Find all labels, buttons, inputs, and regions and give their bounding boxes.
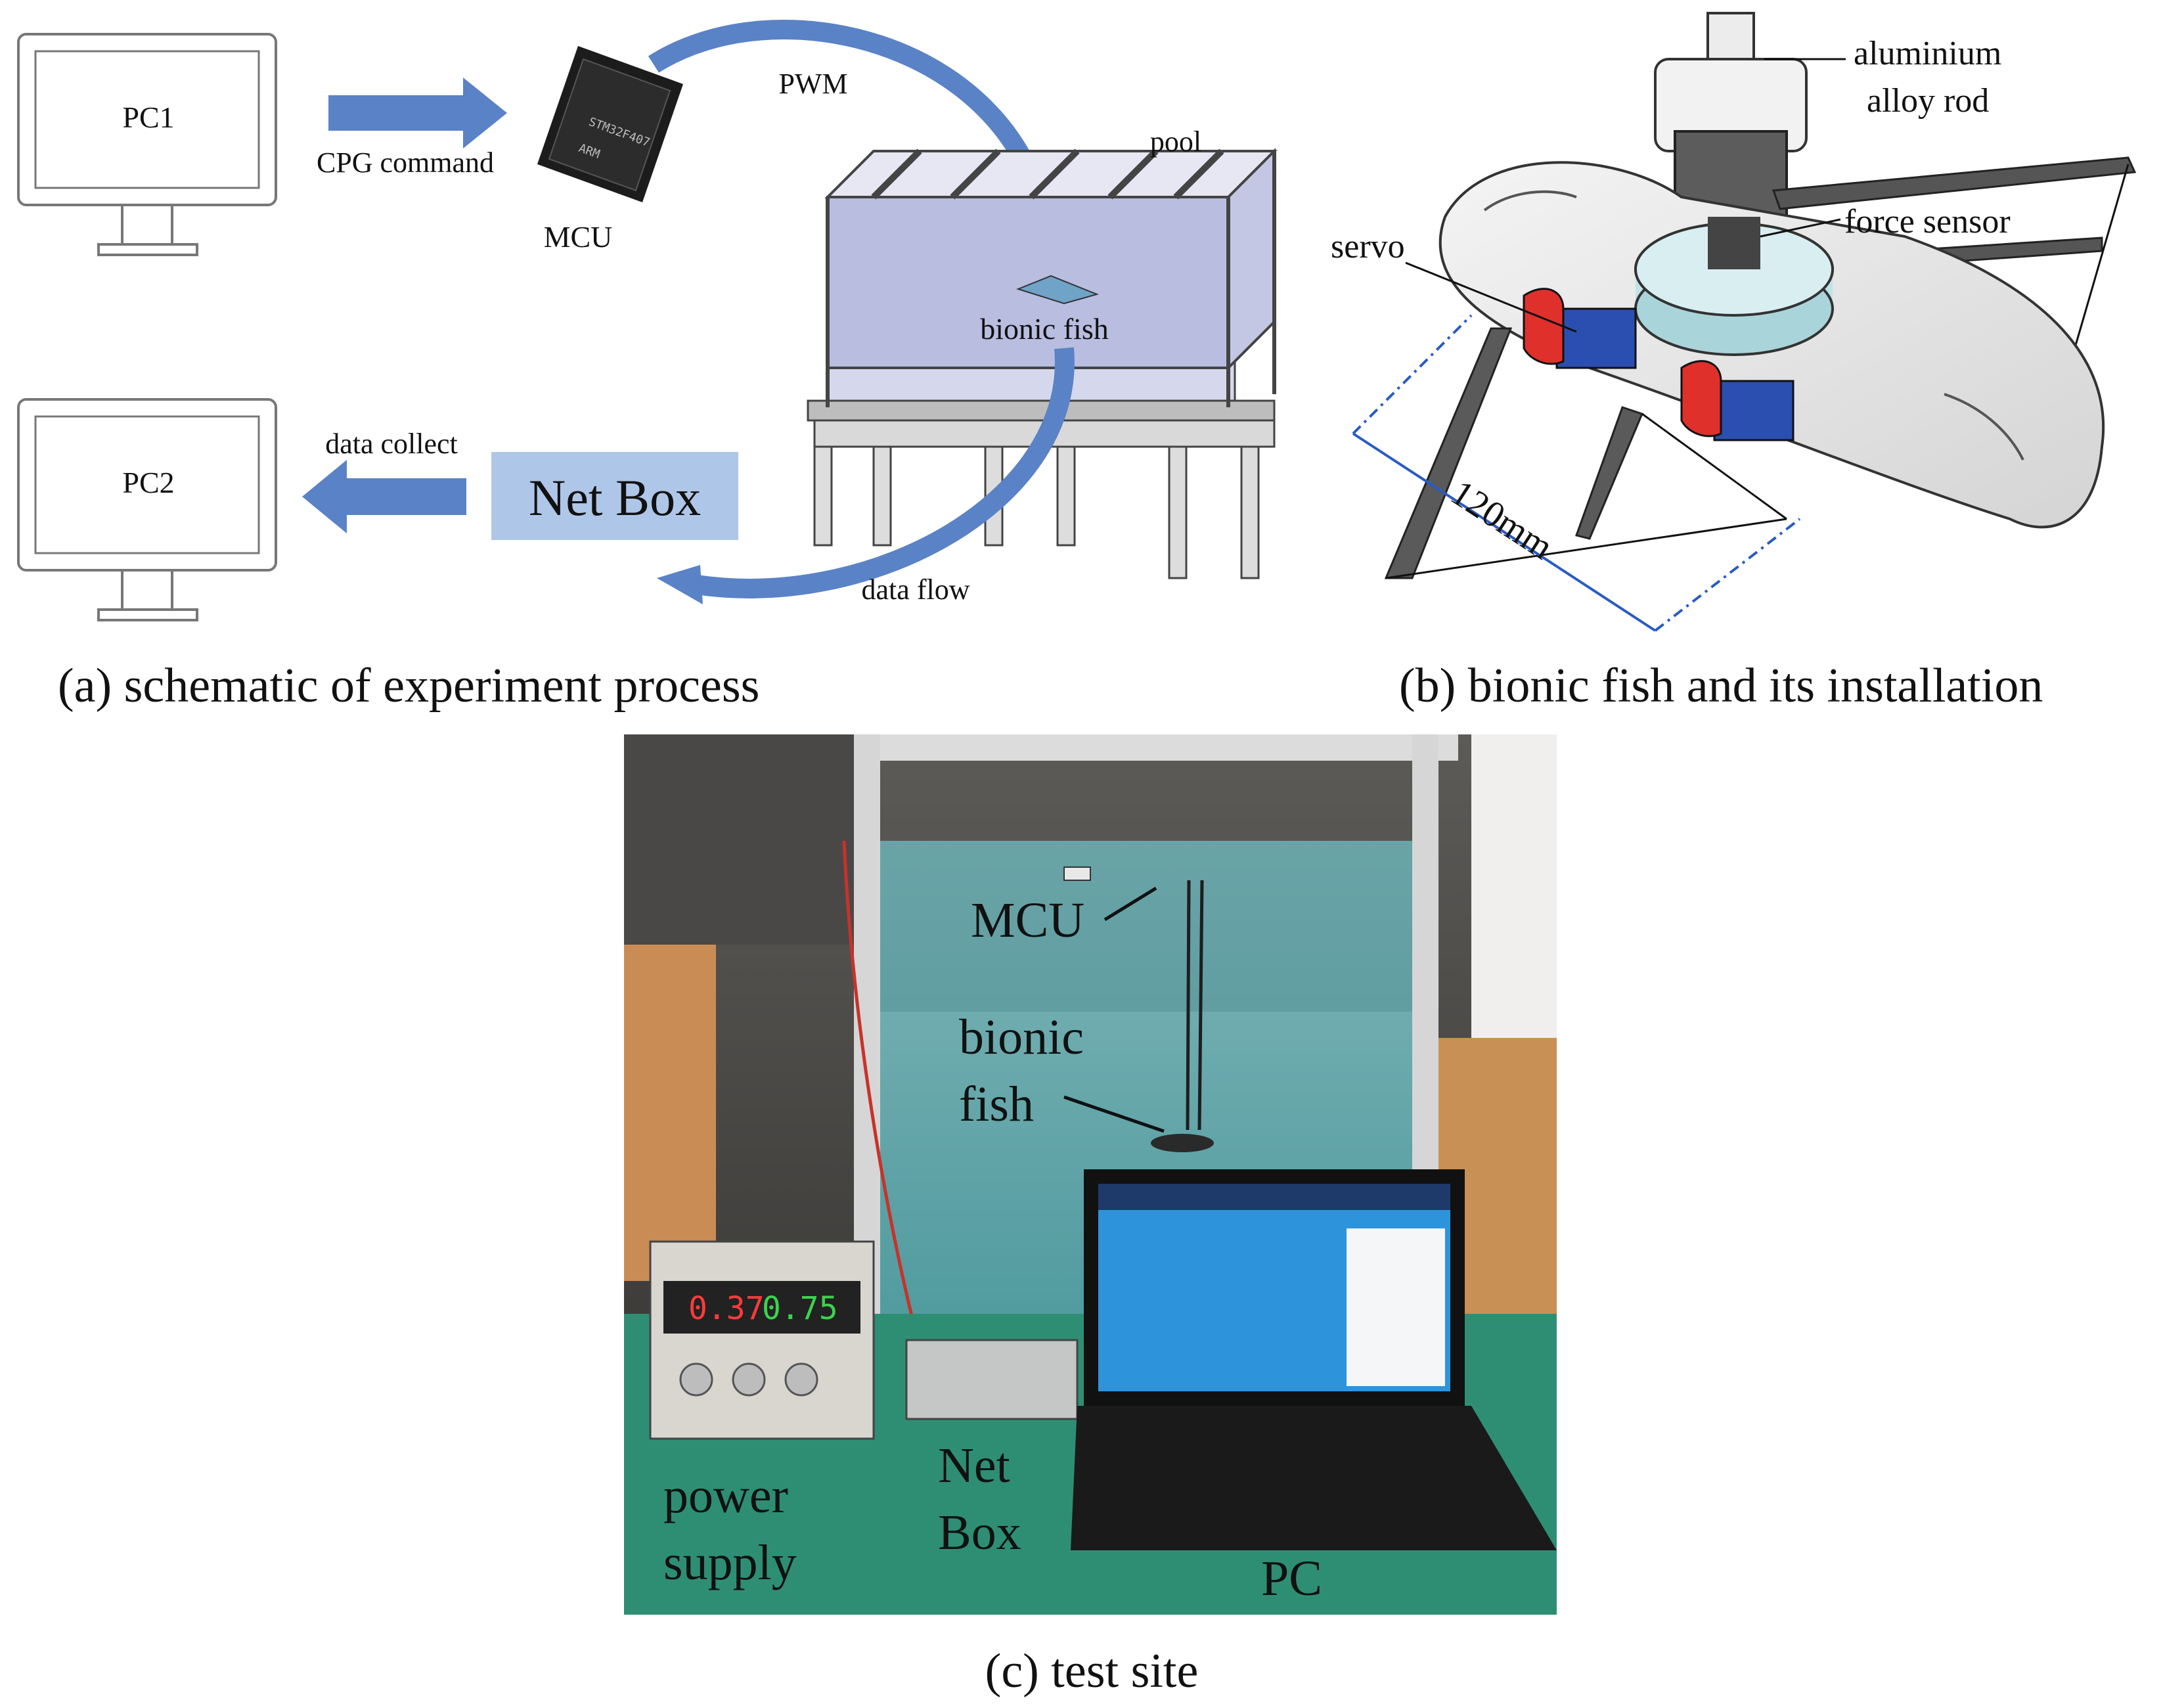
data-collect-label: data collect — [325, 428, 458, 460]
pc2-monitor-icon — [17, 398, 277, 621]
pool-tank — [807, 148, 1278, 579]
panel-b: 120mm aluminium alloy rod force sensor s… — [1331, 12, 2137, 713]
display-left: 0.37 — [688, 1290, 765, 1327]
mcu-label: MCU — [544, 220, 613, 254]
dimension-label: 120mm — [1444, 472, 1560, 568]
mcu-device — [1063, 866, 1091, 881]
cpg-command-label: CPG command — [317, 146, 494, 179]
servo-label: servo — [1331, 228, 1405, 265]
force-sensor-label: force sensor — [1844, 203, 2011, 240]
fin-middle — [1575, 406, 1644, 540]
caption-c: (c) test site — [985, 1644, 1199, 1698]
panel-c-labels: MCU bionic fish power supply Net Box PC — [663, 886, 1322, 1606]
data-flow-arrow — [694, 347, 1075, 598]
servo-left — [1555, 307, 1637, 369]
bionic-fish-label: bionic fish — [980, 312, 1108, 346]
bionic-fish-photo — [1151, 1134, 1214, 1152]
caption-a: (a) schematic of experiment process — [58, 659, 759, 713]
servo-right — [1713, 380, 1794, 441]
pwm-label: PWM — [778, 68, 847, 100]
display-right: 0.75 — [762, 1290, 838, 1327]
fin-rod-top — [1772, 156, 2137, 210]
pwm-arrow — [648, 20, 1054, 219]
photo-pc-label: PC — [1261, 1551, 1322, 1606]
rod-label-2: alloy rod — [1867, 82, 1989, 120]
photo-fish-label: fish — [959, 1077, 1034, 1132]
fin-left — [1384, 327, 1513, 579]
clamp-left — [1523, 288, 1565, 365]
photo-bionic-label: bionic — [959, 1010, 1084, 1065]
pc1-monitor-icon — [17, 33, 277, 256]
data-flow-arrow-head — [657, 565, 703, 604]
cpg-arrow — [328, 78, 507, 148]
panel-a: PC1 CPG command STM32F407 ARM MCU PWM — [17, 20, 1278, 713]
photo-power-label: power — [663, 1468, 788, 1523]
dimension-line — [1352, 432, 1657, 632]
net-box-photo — [905, 1339, 1079, 1420]
pool-label: pool — [1150, 125, 1201, 158]
photo-box-label: Box — [938, 1505, 1021, 1560]
panel-c-photo: 0.37 0.75 — [624, 734, 1557, 1615]
power-supply — [649, 1240, 875, 1440]
photo-mcu-label: MCU — [971, 893, 1084, 948]
pc2-label: PC2 — [122, 466, 174, 499]
clamp-right — [1680, 360, 1722, 438]
net-box-label: Net Box — [529, 469, 701, 526]
mcu-chip-icon: STM32F407 ARM — [537, 46, 683, 202]
pc1-label: PC1 — [122, 101, 174, 134]
photo-net-label: Net — [938, 1438, 1010, 1493]
net-box — [491, 452, 738, 540]
data-flow-label: data flow — [862, 573, 970, 606]
photo-supply-label: supply — [663, 1535, 797, 1590]
caption-b: (b) bionic fish and its installation — [1399, 659, 2043, 713]
data-collect-arrow — [302, 460, 466, 533]
rod-label-1: aluminium — [1854, 35, 2001, 72]
laptop-keyboard — [1071, 1406, 1557, 1550]
